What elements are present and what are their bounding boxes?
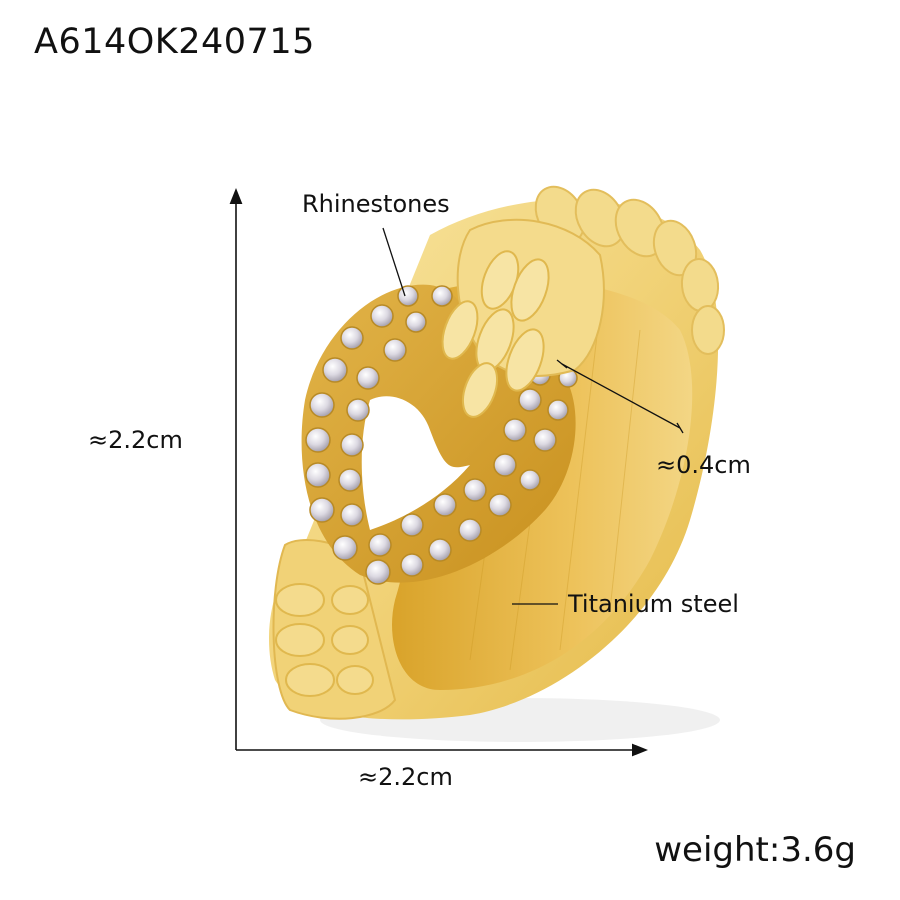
band-width-label: ≈0.4cm — [656, 451, 751, 479]
rhinestones-leader — [382, 227, 406, 297]
rhinestones-label: Rhinestones — [302, 190, 450, 218]
product-sku: A614OK240715 — [34, 22, 315, 62]
band-width-leader — [561, 363, 681, 429]
rope-knot — [441, 218, 605, 418]
width-dimension-label: ≈2.2cm — [358, 763, 453, 791]
height-dimension-label: ≈2.2cm — [88, 426, 183, 454]
rhinestone-heart — [301, 284, 578, 585]
weight-label: weight:3.6g — [654, 830, 856, 870]
titanium-steel-label: Titanium steel — [568, 590, 739, 618]
